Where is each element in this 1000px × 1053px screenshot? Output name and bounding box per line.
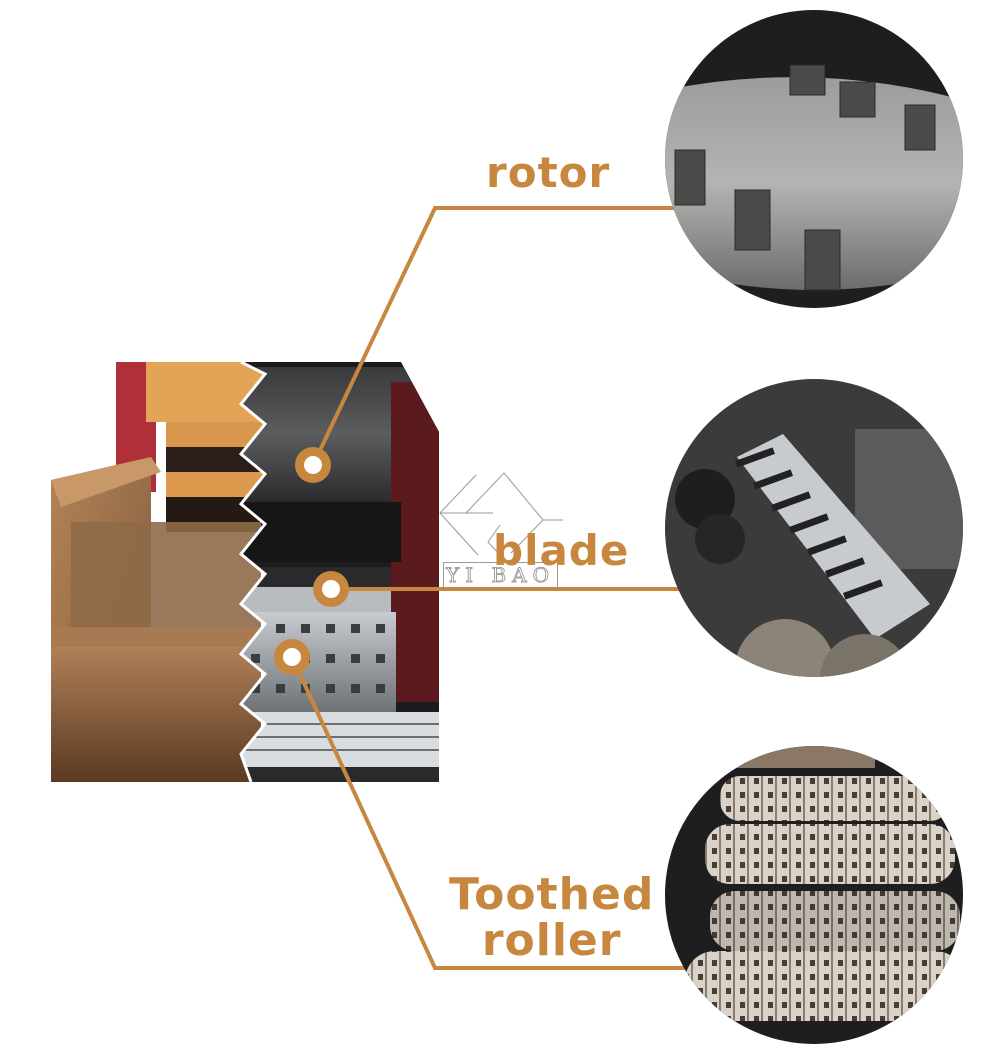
- roller-marker-icon: [274, 639, 310, 675]
- rotor-label: rotor: [486, 148, 611, 197]
- toothed-roller-label-line2: roller: [481, 915, 622, 966]
- machine-cutaway-photo: [51, 362, 439, 782]
- blade-closeup-photo: [665, 379, 963, 677]
- roller-connector-line: [290, 656, 690, 970]
- brand-logo-icon: [439, 472, 563, 556]
- watermark-text: YI BAO: [443, 562, 558, 589]
- blade-label: blade: [493, 526, 630, 575]
- toothed-roller-label: Toothed roller: [449, 872, 654, 964]
- blade-marker-icon: [313, 571, 349, 607]
- rotor-marker-icon: [295, 447, 331, 483]
- rotor-connector-line: [311, 206, 678, 466]
- rotor-closeup-photo: [665, 10, 963, 308]
- toothed-roller-closeup-photo: [665, 746, 963, 1044]
- toothed-roller-label-line1: Toothed: [449, 869, 655, 920]
